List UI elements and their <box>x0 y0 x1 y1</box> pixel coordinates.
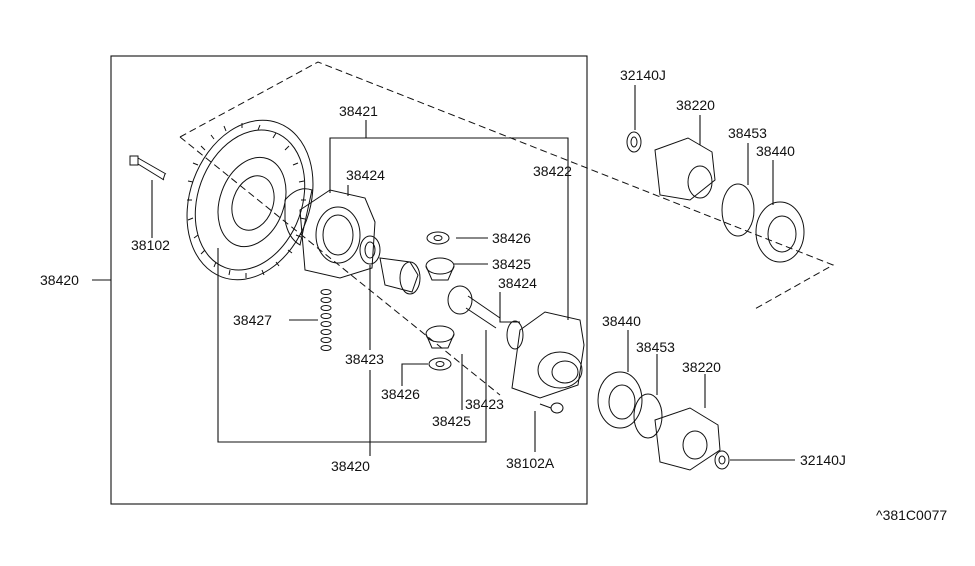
label-38426-lower: 38426 <box>381 386 420 402</box>
part-labels: 32140J 38220 38453 38440 38421 38422 384… <box>40 67 947 523</box>
dashed-group-outline <box>179 61 835 311</box>
label-38440-top: 38440 <box>756 143 795 159</box>
label-38453-bottom: 38453 <box>636 339 675 355</box>
label-32140J-bottom: 32140J <box>800 452 846 468</box>
label-32140J-top: 32140J <box>620 67 666 83</box>
label-38427: 38427 <box>233 312 272 328</box>
pinion-gear-lower <box>425 325 455 349</box>
label-38423-left: 38423 <box>345 351 384 367</box>
leader-lines <box>92 85 795 461</box>
shim-38453-top <box>721 183 755 237</box>
label-38420-left: 38420 <box>40 272 79 288</box>
label-38422: 38422 <box>533 163 572 179</box>
retainer-38220-top <box>654 137 716 201</box>
pinion-washer-38426 <box>426 231 450 245</box>
label-38426-upper: 38426 <box>492 230 531 246</box>
pinion-shaft-spacers <box>320 289 332 351</box>
side-gear-top <box>379 257 421 295</box>
label-38453-top: 38453 <box>728 125 767 141</box>
case-half-38422 <box>511 311 585 399</box>
pinion-washer-lower <box>428 357 452 371</box>
label-38440-bottom: 38440 <box>602 313 641 329</box>
label-38420-bottom: 38420 <box>331 458 370 474</box>
label-38424-upper: 38424 <box>346 167 385 183</box>
label-38102A: 38102A <box>506 455 555 471</box>
label-38425-upper: 38425 <box>492 256 531 272</box>
label-38220-bottom: 38220 <box>682 359 721 375</box>
bearing-38440-bottom <box>597 371 643 429</box>
differential-case <box>284 188 376 279</box>
footer-code: ^381C0077 <box>876 507 947 523</box>
bolt-38102 <box>129 155 167 181</box>
label-38424-lower: 38424 <box>498 275 537 291</box>
oil-seal-32140J-top <box>626 131 642 153</box>
label-38425-lower: 38425 <box>432 413 471 429</box>
retainer-38220-bottom <box>654 407 721 471</box>
side-gear-lower <box>447 285 524 350</box>
ring-gear <box>186 119 314 281</box>
shim-38453-bottom <box>633 393 663 439</box>
pinion-gear-38425 <box>425 257 455 281</box>
bolt-38102A <box>539 402 564 414</box>
label-38102: 38102 <box>131 237 170 253</box>
oil-seal-32140J-bottom <box>714 450 730 470</box>
label-38220-top: 38220 <box>676 97 715 113</box>
dashed-group-edge <box>179 136 501 396</box>
bearing-38440-top <box>755 201 805 263</box>
thrust-washer-38424 <box>359 235 381 265</box>
label-38421: 38421 <box>339 103 378 119</box>
label-38423-right: 38423 <box>465 396 504 412</box>
